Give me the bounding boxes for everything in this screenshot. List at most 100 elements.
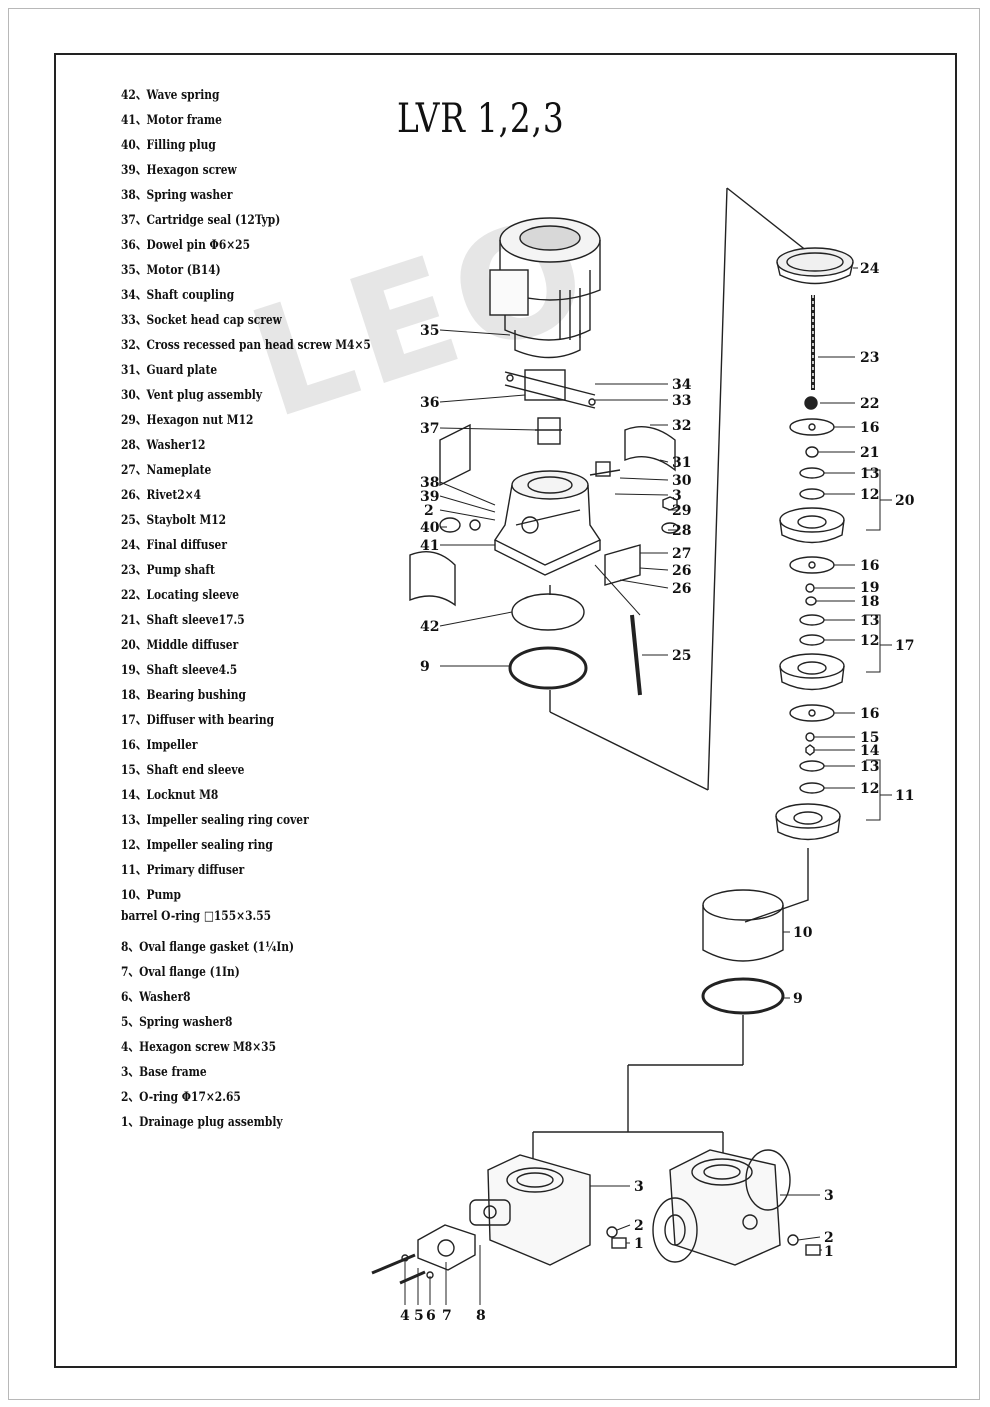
diffuser-with-bearing	[779, 653, 845, 691]
callout-label: 37	[420, 421, 439, 437]
callout-label: 20	[895, 493, 915, 509]
legend-item: 34、Shaft coupling	[121, 288, 235, 303]
legend-item: 22、Locating sleeve	[121, 588, 239, 603]
callout-label: 35	[420, 323, 439, 339]
callout-label: 41	[420, 538, 439, 554]
oval-flange-parts	[371, 1224, 476, 1285]
page-border	[8, 8, 980, 1400]
legend-item: 4、Hexagon screw M8×35	[121, 1040, 276, 1055]
legend-item: 28、Washer12	[121, 438, 206, 453]
legend-item: 14、Locknut M8	[121, 788, 219, 803]
legend-item: 24、Final diffuser	[121, 538, 227, 553]
callout-label: 5	[414, 1308, 424, 1324]
motor	[489, 217, 601, 359]
callout-label: 9	[793, 991, 803, 1007]
cartridge-seal	[535, 417, 562, 445]
callout-label: 29	[672, 503, 691, 519]
legend-item: 18、Bearing bushing	[121, 688, 246, 703]
legend-item: 20、Middle diffuser	[121, 638, 239, 653]
callout-label: 1	[824, 1244, 834, 1260]
callout-label: 2	[824, 1230, 834, 1246]
callout-label: 33	[672, 393, 691, 409]
legend-item: 37、Cartridge seal (12Typ)	[121, 213, 281, 228]
legend-item: 32、Cross recessed pan head screw M4×5	[121, 338, 371, 353]
callout-label: 3	[824, 1188, 834, 1204]
callout-label: 31	[672, 455, 691, 471]
callout-label: 2	[424, 503, 434, 519]
legend-item: 1、Drainage plug assembly	[121, 1115, 283, 1130]
legend-item: 12、Impeller sealing ring	[121, 838, 273, 853]
callout-label: 42	[420, 619, 439, 635]
callout-label: 12	[860, 487, 879, 503]
motor-frame	[493, 470, 602, 576]
callout-label: 7	[442, 1308, 452, 1324]
legend-item: 26、Rivet2×4	[121, 488, 202, 503]
legend-item: 7、Oval flange (1In)	[121, 965, 240, 980]
legend-item: 13、Impeller sealing ring cover	[121, 813, 309, 828]
base-frame-round	[652, 1149, 791, 1266]
legend-item: 8、Oval flange gasket (1¼In)	[121, 940, 295, 955]
legend-item: 36、Dowel pin Φ6×25	[121, 238, 251, 253]
final-diffuser	[776, 247, 854, 285]
callout-label: 21	[860, 445, 879, 461]
legend-item: 21、Shaft sleeve17.5	[121, 613, 245, 628]
legend-item: 15、Shaft end sleeve	[121, 763, 245, 778]
callout-label: 8	[476, 1308, 486, 1324]
base-frame-oval	[469, 1154, 591, 1266]
callout-label: 13	[860, 759, 879, 775]
callout-label: 26	[672, 563, 691, 579]
callout-label: 38	[420, 475, 439, 491]
legend-item: 29、Hexagon nut M12	[121, 413, 254, 428]
legend-item: 25、Staybolt M12	[121, 513, 227, 528]
callout-label: 3	[672, 488, 682, 504]
legend-item: 3、Base frame	[121, 1065, 207, 1080]
callout-label: 32	[672, 418, 691, 434]
callout-label: 15	[860, 730, 879, 746]
callout-label: 18	[860, 594, 879, 610]
callout-label: 12	[860, 633, 879, 649]
vent-plug	[589, 461, 621, 477]
callout-label: 14	[860, 743, 880, 759]
callout-label: 12	[860, 781, 879, 797]
legend-item: 40、Filling plug	[121, 138, 216, 153]
callout-label: 6	[426, 1308, 436, 1324]
callout-label: 30	[672, 473, 692, 489]
legend-item: 16、Impeller	[121, 738, 198, 753]
legend-item: 42、Wave spring	[121, 88, 220, 103]
legend-item: 23、Pump shaft	[121, 563, 215, 578]
callout-label: 10	[793, 925, 813, 941]
callout-label: 25	[672, 648, 691, 664]
callout-label: 36	[420, 395, 439, 411]
callout-label: 2	[634, 1218, 644, 1234]
legend-item: 33、Socket head cap screw	[121, 313, 282, 328]
legend-item: 17、Diffuser with bearing	[121, 713, 275, 728]
drawing-frame	[54, 53, 957, 1368]
legend-item: 6、Washer8	[121, 990, 191, 1005]
callout-label: 34	[672, 377, 692, 393]
legend-item: barrel O-ring □155×3.55	[121, 909, 272, 924]
legend-item: 2、O-ring Φ17×2.65	[121, 1090, 241, 1105]
callout-label: 16	[860, 420, 879, 436]
shaft-coupling	[504, 369, 596, 409]
legend-item: 39、Hexagon screw	[121, 163, 237, 178]
legend-item: 10、Pump	[121, 888, 182, 903]
callout-label: 28	[672, 523, 691, 539]
callout-label: 40	[420, 520, 440, 536]
callout-label: 13	[860, 613, 879, 629]
callout-label: 16	[860, 706, 879, 722]
legend-item: 30、Vent plug assembly	[121, 388, 263, 403]
callout-label: 22	[860, 396, 879, 412]
legend-item: 5、Spring washer8	[121, 1015, 233, 1030]
callout-label: 24	[860, 261, 880, 277]
callout-label: 16	[860, 558, 879, 574]
callout-label: 26	[672, 581, 691, 597]
callout-label: 19	[860, 580, 879, 596]
callout-label: 9	[420, 659, 430, 675]
legend-item: 27、Nameplate	[121, 463, 212, 478]
diagram-title: LVR 1,2,3	[397, 96, 565, 142]
callout-labels: 35 36 37 38 39 2 40 41 42 9 34 33 32 31 …	[400, 261, 915, 1324]
callout-label: 3	[634, 1179, 644, 1195]
pump-barrel	[702, 889, 784, 962]
callout-label: 13	[860, 466, 879, 482]
